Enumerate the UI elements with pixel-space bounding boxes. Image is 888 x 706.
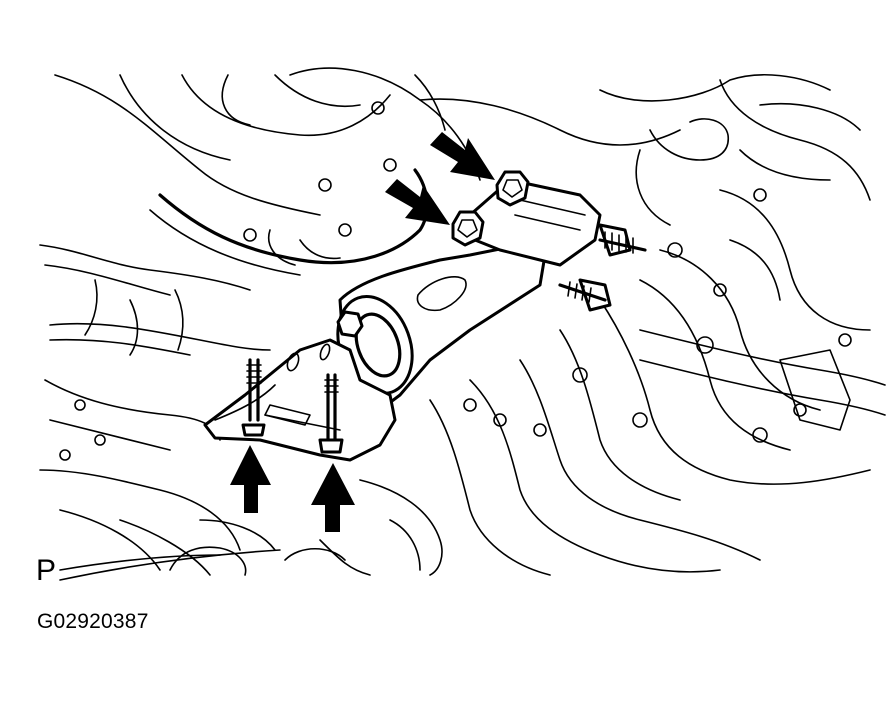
background-engine-outline bbox=[39, 67, 886, 581]
view-label: P bbox=[36, 554, 57, 587]
indicator-arrows bbox=[230, 132, 495, 532]
bracket-top-nut bbox=[336, 310, 364, 338]
arrow-left-vertical-bolt-icon bbox=[230, 445, 271, 513]
mounting-bracket bbox=[203, 178, 632, 462]
arrow-upper-bolt-icon bbox=[430, 132, 495, 180]
right-vertical-bolt bbox=[318, 373, 344, 454]
arrow-lower-bolt-icon bbox=[385, 179, 450, 225]
left-vertical-bolt bbox=[241, 358, 266, 437]
figure-code: G02920387 bbox=[37, 610, 149, 633]
lower-bolt bbox=[451, 210, 607, 303]
bolts bbox=[241, 170, 647, 454]
upper-bolt bbox=[495, 170, 647, 254]
arrow-right-vertical-bolt-icon bbox=[311, 463, 355, 532]
